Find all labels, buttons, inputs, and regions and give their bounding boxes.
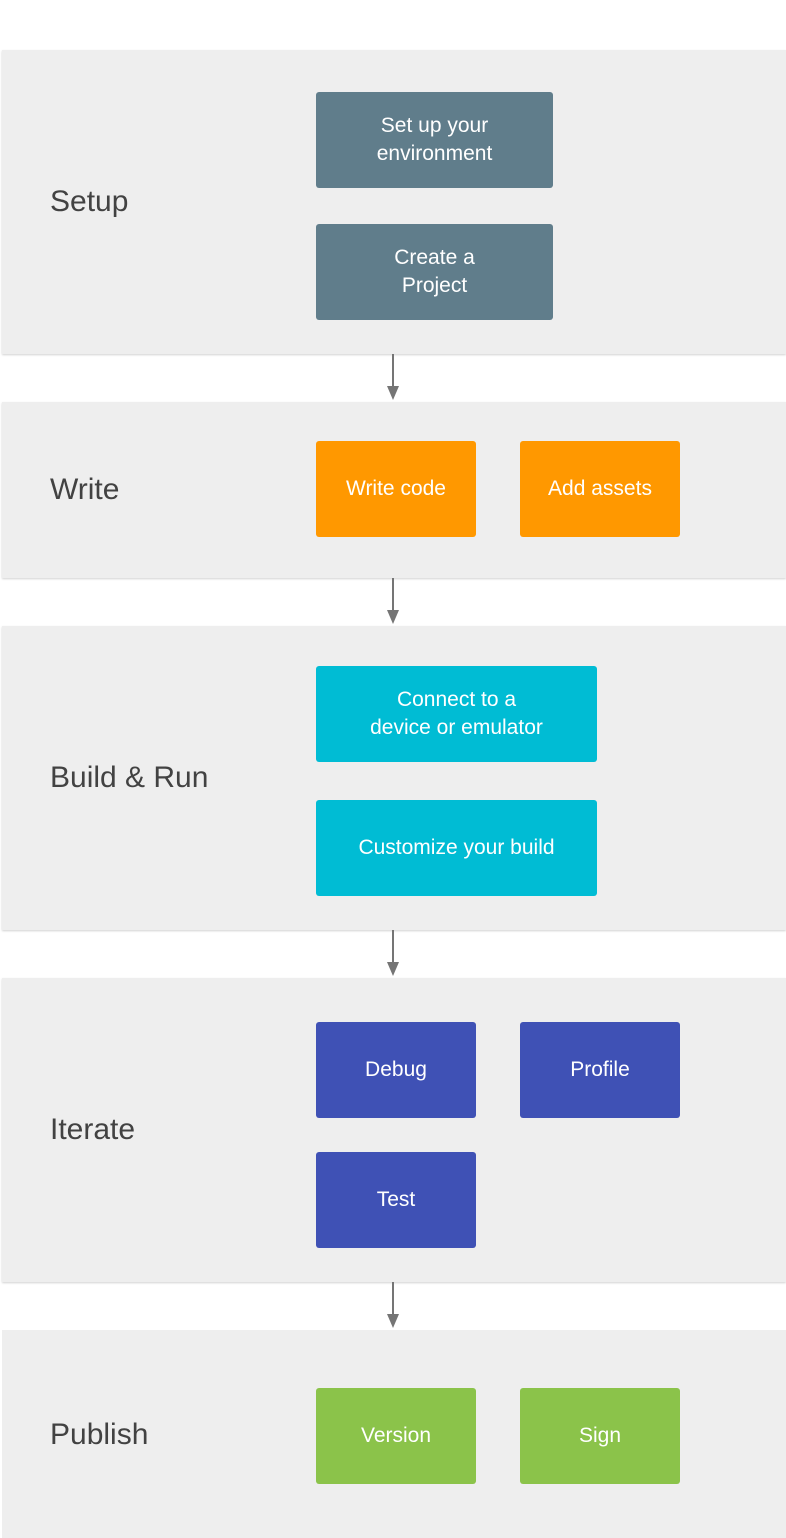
- arrow-iterate-to-publish: [387, 1282, 399, 1328]
- stage-label-write: Write: [50, 473, 120, 506]
- stage-iterate: Iterate Debug Profile Test: [2, 978, 786, 1282]
- step-write-code[interactable]: Write code: [316, 441, 476, 537]
- stage-label-iterate: Iterate: [50, 1113, 136, 1146]
- stage-label-setup: Setup: [50, 185, 129, 218]
- step-debug[interactable]: Debug: [316, 1022, 476, 1118]
- step-set-up-environment[interactable]: Set up your environment: [316, 92, 553, 188]
- step-version[interactable]: Version: [316, 1388, 476, 1484]
- stage-label-publish: Publish: [50, 1418, 149, 1451]
- step-profile[interactable]: Profile: [520, 1022, 680, 1118]
- stage-label-build-run: Build & Run: [50, 761, 209, 794]
- stage-publish: Publish Version Sign: [2, 1330, 786, 1538]
- step-connect-device[interactable]: Connect to a device or emulator: [316, 666, 597, 762]
- step-customize-build[interactable]: Customize your build: [316, 800, 597, 896]
- stage-setup: Setup Set up your environment Create a P…: [2, 50, 786, 354]
- step-test[interactable]: Test: [316, 1152, 476, 1248]
- arrow-build-to-iterate: [387, 930, 399, 976]
- arrow-setup-to-write: [387, 354, 399, 400]
- step-add-assets[interactable]: Add assets: [520, 441, 680, 537]
- step-create-project[interactable]: Create a Project: [316, 224, 553, 320]
- arrow-write-to-build: [387, 578, 399, 624]
- step-sign[interactable]: Sign: [520, 1388, 680, 1484]
- stage-write: Write Write code Add assets: [2, 402, 786, 578]
- stage-build-run: Build & Run Connect to a device or emula…: [2, 626, 786, 930]
